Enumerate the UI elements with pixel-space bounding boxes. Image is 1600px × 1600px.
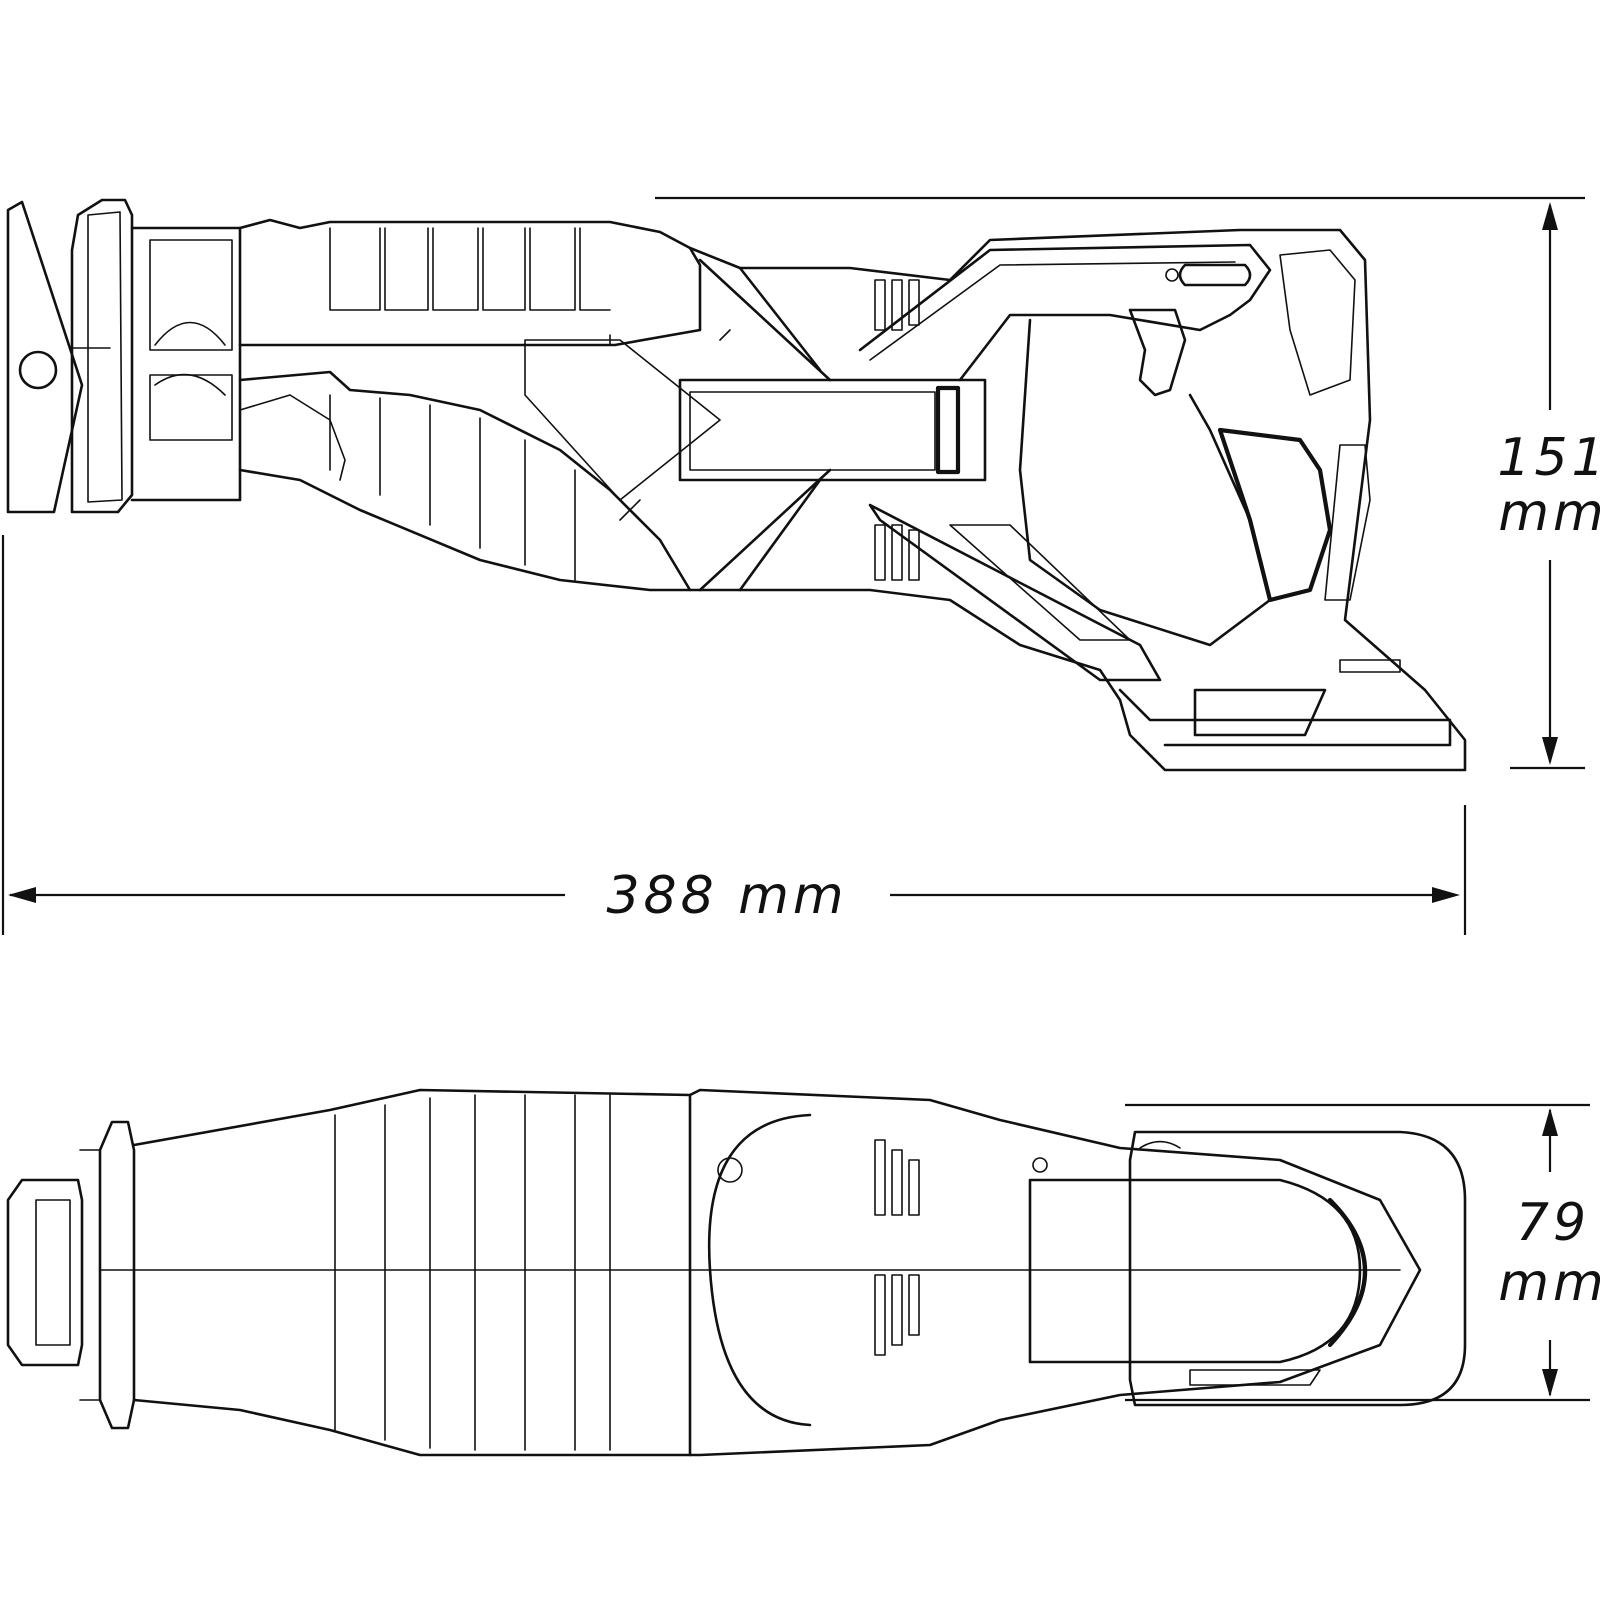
- dimension-length: 388 mm: [1, 535, 1467, 935]
- grip-insert: [1217, 427, 1333, 603]
- top-motor-housing: [688, 1088, 1422, 1457]
- top-vents-upper: [874, 1139, 920, 1216]
- dimension-height: 151 mm: [655, 196, 1600, 770]
- side-view: [6, 198, 1467, 772]
- height-unit-label: mm: [1498, 483, 1600, 543]
- dimension-width: 79 mm: [1125, 1103, 1600, 1402]
- upper-grip-ribs: [329, 227, 611, 311]
- lock-button: [1178, 263, 1252, 287]
- motor-housing: [688, 228, 1467, 772]
- top-front-shoe: [98, 1120, 136, 1430]
- top-grip-ribs: [334, 1094, 611, 1451]
- clamp-knob-icon: [18, 350, 58, 390]
- handle-grip: [1018, 318, 1272, 647]
- lower-grip: [238, 370, 692, 592]
- upper-grip: [238, 218, 702, 347]
- nose-housing: [130, 226, 242, 502]
- height-value-label: 151: [1497, 428, 1600, 488]
- trigger: [1128, 308, 1187, 397]
- battery-release: [1193, 688, 1327, 737]
- speed-switch: [678, 378, 987, 482]
- lower-grip-ribs: [329, 394, 576, 581]
- width-value-label: 79: [1516, 1193, 1590, 1253]
- top-vents-lower: [874, 1274, 920, 1356]
- top-battery: [1128, 1130, 1467, 1407]
- top-view: [6, 1088, 1467, 1457]
- top-blade-clamp: [6, 1178, 84, 1367]
- front-shoe: [70, 198, 134, 514]
- rear-handle: [858, 243, 1272, 382]
- top-handle: [1028, 1178, 1362, 1364]
- length-label: 388 mm: [606, 866, 847, 926]
- linkage-struts: [698, 258, 832, 592]
- battery-base: [1118, 688, 1452, 747]
- top-handle-arc: [1327, 1197, 1368, 1348]
- width-unit-label: mm: [1498, 1253, 1600, 1313]
- top-nose: [132, 1088, 692, 1457]
- blade-clamp-plate: [6, 200, 84, 514]
